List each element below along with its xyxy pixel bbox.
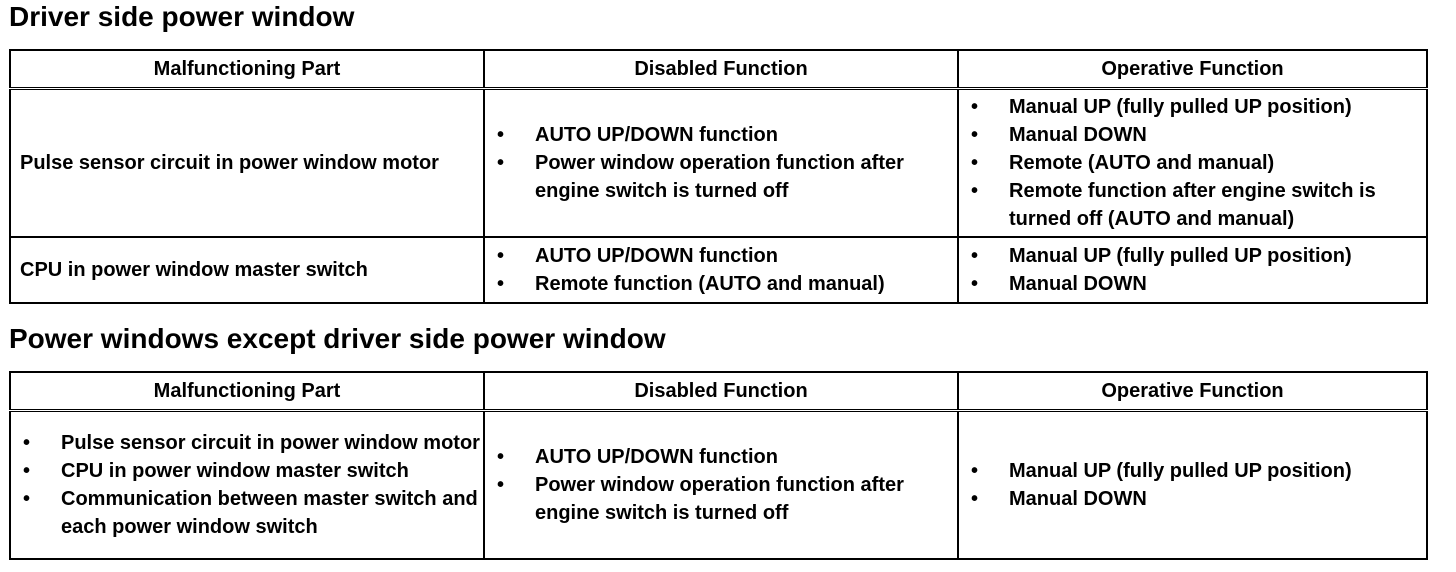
- bullet-icon: •: [971, 124, 979, 146]
- table-row: Pulse sensor circuit in power window mot…: [9, 87, 1428, 238]
- disabled-function-list: •AUTO UP/DOWN function •Remote function …: [485, 242, 957, 298]
- operative-function-cell: •Manual UP (fully pulled UP position) •M…: [957, 236, 1428, 304]
- list-item: •Remote (AUTO and manual): [959, 149, 1426, 177]
- list-item: •Manual UP (fully pulled UP position): [959, 93, 1426, 121]
- list-item: •Manual DOWN: [959, 485, 1426, 513]
- list-item: •Manual UP (fully pulled UP position): [959, 242, 1426, 270]
- bullet-icon: •: [497, 446, 505, 468]
- driver-side-table: Malfunctioning Part Disabled Function Op…: [9, 49, 1428, 304]
- header-malfunctioning-part: Malfunctioning Part: [9, 371, 485, 412]
- bullet-icon: •: [497, 152, 505, 174]
- bullet-icon: •: [971, 245, 979, 267]
- malfunctioning-part-cell: CPU in power window master switch: [9, 236, 485, 304]
- bullet-icon: •: [23, 432, 31, 454]
- list-item: •Remote function (AUTO and manual): [485, 270, 957, 298]
- bullet-icon: •: [497, 474, 505, 496]
- list-item: •Manual DOWN: [959, 270, 1426, 298]
- bullet-icon: •: [497, 245, 505, 267]
- header-row: Malfunctioning Part Disabled Function Op…: [9, 371, 1428, 412]
- list-item: •Remote function after engine switch is …: [959, 177, 1426, 233]
- disabled-function-list: •AUTO UP/DOWN function •Power window ope…: [485, 121, 957, 205]
- disabled-function-cell: •AUTO UP/DOWN function •Remote function …: [483, 236, 959, 304]
- list-item: •AUTO UP/DOWN function: [485, 242, 957, 270]
- malfunctioning-part-text: CPU in power window master switch: [20, 259, 368, 281]
- header-operative-function: Operative Function: [957, 371, 1428, 412]
- list-item: •AUTO UP/DOWN function: [485, 121, 957, 149]
- list-item: •Manual DOWN: [959, 121, 1426, 149]
- operative-function-list: •Manual UP (fully pulled UP position) •M…: [959, 93, 1426, 233]
- section-title-driver-side: Driver side power window: [9, 1, 355, 32]
- header-row: Malfunctioning Part Disabled Function Op…: [9, 49, 1428, 90]
- list-item: •AUTO UP/DOWN function: [485, 443, 957, 471]
- malfunctioning-part-text: Pulse sensor circuit in power window mot…: [20, 152, 439, 174]
- malfunctioning-part-cell: •Pulse sensor circuit in power window mo…: [9, 409, 485, 560]
- section-title-other-windows: Power windows except driver side power w…: [9, 323, 666, 354]
- bullet-icon: •: [971, 488, 979, 510]
- header-disabled-function: Disabled Function: [483, 371, 959, 412]
- header-operative-function: Operative Function: [957, 49, 1428, 90]
- bullet-icon: •: [497, 124, 505, 146]
- list-item: •Power window operation function after e…: [485, 471, 957, 527]
- bullet-icon: •: [497, 273, 505, 295]
- bullet-icon: •: [971, 273, 979, 295]
- operative-function-cell: •Manual UP (fully pulled UP position) •M…: [957, 409, 1428, 560]
- bullet-icon: •: [23, 488, 31, 510]
- bullet-icon: •: [971, 96, 979, 118]
- malfunctioning-part-cell: Pulse sensor circuit in power window mot…: [9, 87, 485, 238]
- operative-function-list: •Manual UP (fully pulled UP position) •M…: [959, 457, 1426, 513]
- disabled-function-list: •AUTO UP/DOWN function •Power window ope…: [485, 443, 957, 527]
- malfunctioning-part-list: •Pulse sensor circuit in power window mo…: [11, 429, 483, 541]
- header-disabled-function: Disabled Function: [483, 49, 959, 90]
- bullet-icon: •: [971, 152, 979, 174]
- list-item: •CPU in power window master switch: [11, 457, 483, 485]
- list-item: •Power window operation function after e…: [485, 149, 957, 205]
- bullet-icon: •: [971, 180, 979, 202]
- list-item: •Communication between master switch and…: [11, 485, 483, 541]
- list-item: •Manual UP (fully pulled UP position): [959, 457, 1426, 485]
- disabled-function-cell: •AUTO UP/DOWN function •Power window ope…: [483, 409, 959, 560]
- table-row: •Pulse sensor circuit in power window mo…: [9, 409, 1428, 560]
- bullet-icon: •: [971, 460, 979, 482]
- operative-function-list: •Manual UP (fully pulled UP position) •M…: [959, 242, 1426, 298]
- disabled-function-cell: •AUTO UP/DOWN function •Power window ope…: [483, 87, 959, 238]
- bullet-icon: •: [23, 460, 31, 482]
- operative-function-cell: •Manual UP (fully pulled UP position) •M…: [957, 87, 1428, 238]
- header-malfunctioning-part: Malfunctioning Part: [9, 49, 485, 90]
- table-row: CPU in power window master switch •AUTO …: [9, 236, 1428, 304]
- other-windows-table: Malfunctioning Part Disabled Function Op…: [9, 371, 1428, 560]
- list-item: •Pulse sensor circuit in power window mo…: [11, 429, 483, 457]
